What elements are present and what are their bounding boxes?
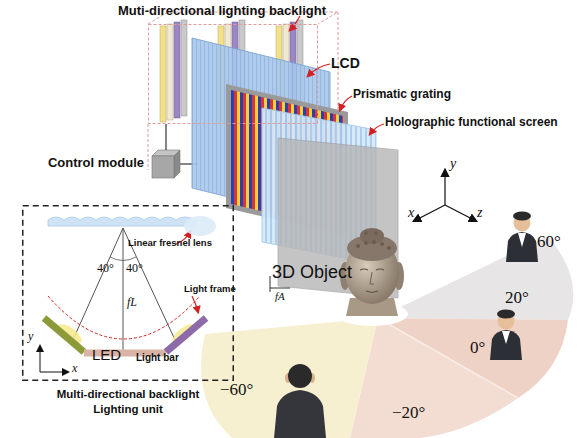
- viewer-hair: [497, 310, 515, 319]
- axis-label: y: [450, 156, 456, 172]
- axis-label: x: [72, 362, 77, 376]
- light-bar-group: [160, 20, 187, 122]
- led-bar-right: [166, 318, 206, 352]
- part-label: Light bar: [136, 352, 179, 364]
- angle-label: 60°: [537, 232, 561, 252]
- lens-glow: [184, 216, 216, 236]
- angle-label: 40°: [126, 262, 143, 276]
- light-bar: [181, 20, 187, 116]
- axes: [414, 170, 476, 221]
- viewer-body: [506, 232, 538, 262]
- fresnel-lens: [48, 217, 196, 226]
- box-front: [152, 156, 174, 178]
- head-ushnisha: [360, 228, 384, 244]
- viewer-body: [490, 330, 522, 360]
- head-eyes: [360, 269, 384, 270]
- viewer-body: [274, 390, 326, 438]
- led-bar-left: [44, 318, 84, 352]
- viewer: [274, 364, 326, 438]
- part-label: Holographic functional screen: [385, 116, 558, 130]
- head-nose: [370, 272, 374, 284]
- node-label: Control module: [48, 155, 144, 172]
- dimension-label: fL: [127, 296, 137, 310]
- axis-label: y: [28, 330, 33, 344]
- viewing-zones: [201, 236, 573, 438]
- viewer: [506, 212, 538, 263]
- angle-label: 0°: [470, 338, 485, 358]
- axis-z: [445, 205, 476, 221]
- leader-arrow: [290, 16, 300, 30]
- frame-front: [149, 25, 318, 124]
- viewer-head: [288, 364, 312, 388]
- inset-axis-y: [40, 346, 41, 372]
- light-bar: [160, 26, 166, 122]
- axis-y: [444, 170, 445, 205]
- viewer-shirt: [518, 233, 526, 247]
- hair-curl: [387, 246, 391, 250]
- hair-curls: [356, 231, 391, 250]
- box-side: [174, 150, 180, 178]
- part-label: LCD: [331, 55, 360, 71]
- leader-arrow: [370, 124, 384, 134]
- control-module: Control module: [152, 150, 180, 178]
- axis-label: x: [408, 205, 414, 221]
- leader-arrows: [176, 16, 384, 312]
- leader-arrow: [340, 96, 352, 110]
- viewer-shirt: [502, 331, 510, 344]
- axis-label: z: [477, 205, 482, 221]
- focal-line: [123, 228, 124, 350]
- viewer-hair: [513, 212, 531, 221]
- axis-x: [414, 205, 445, 221]
- part-label: Linear fresnel lens: [128, 238, 212, 249]
- part-label: Light frame: [184, 284, 236, 295]
- angle-label: 20°: [505, 288, 529, 308]
- light-bar: [167, 24, 173, 120]
- hair-curl: [374, 231, 378, 235]
- node-label: Muti-directional lighting backlight: [118, 3, 326, 20]
- node-label: Multi-directional backlight Lighting uni…: [38, 387, 218, 417]
- control-wire: [165, 124, 166, 150]
- leader-arrow: [308, 64, 330, 76]
- angle-label: −60°: [220, 380, 253, 400]
- object-label: 3D Object: [272, 262, 352, 283]
- light-bar: [174, 22, 180, 118]
- viewer: [490, 310, 522, 361]
- dimension-label: fA: [275, 290, 285, 303]
- node-outline: [152, 150, 180, 178]
- leader-arrow: [192, 296, 198, 312]
- head-mouth: [366, 291, 378, 293]
- angle-label: −20°: [392, 403, 425, 423]
- hair-curl: [380, 242, 384, 246]
- hair-curl: [356, 244, 360, 248]
- hair-curl: [372, 240, 376, 244]
- backlight-unit: Muti-directional lighting backlight: [148, 24, 318, 124]
- angle-label: 40°: [97, 262, 114, 276]
- node-outline: [148, 24, 318, 124]
- hair-curl: [364, 241, 368, 245]
- zone-sector: [201, 318, 378, 438]
- part-label: Prismatic grating: [353, 88, 451, 102]
- part-label: LED: [92, 346, 121, 363]
- zone-sector: [350, 318, 518, 438]
- inset-axis-x: [40, 372, 68, 373]
- hair-curl: [364, 231, 368, 235]
- angle-arc: [110, 257, 136, 261]
